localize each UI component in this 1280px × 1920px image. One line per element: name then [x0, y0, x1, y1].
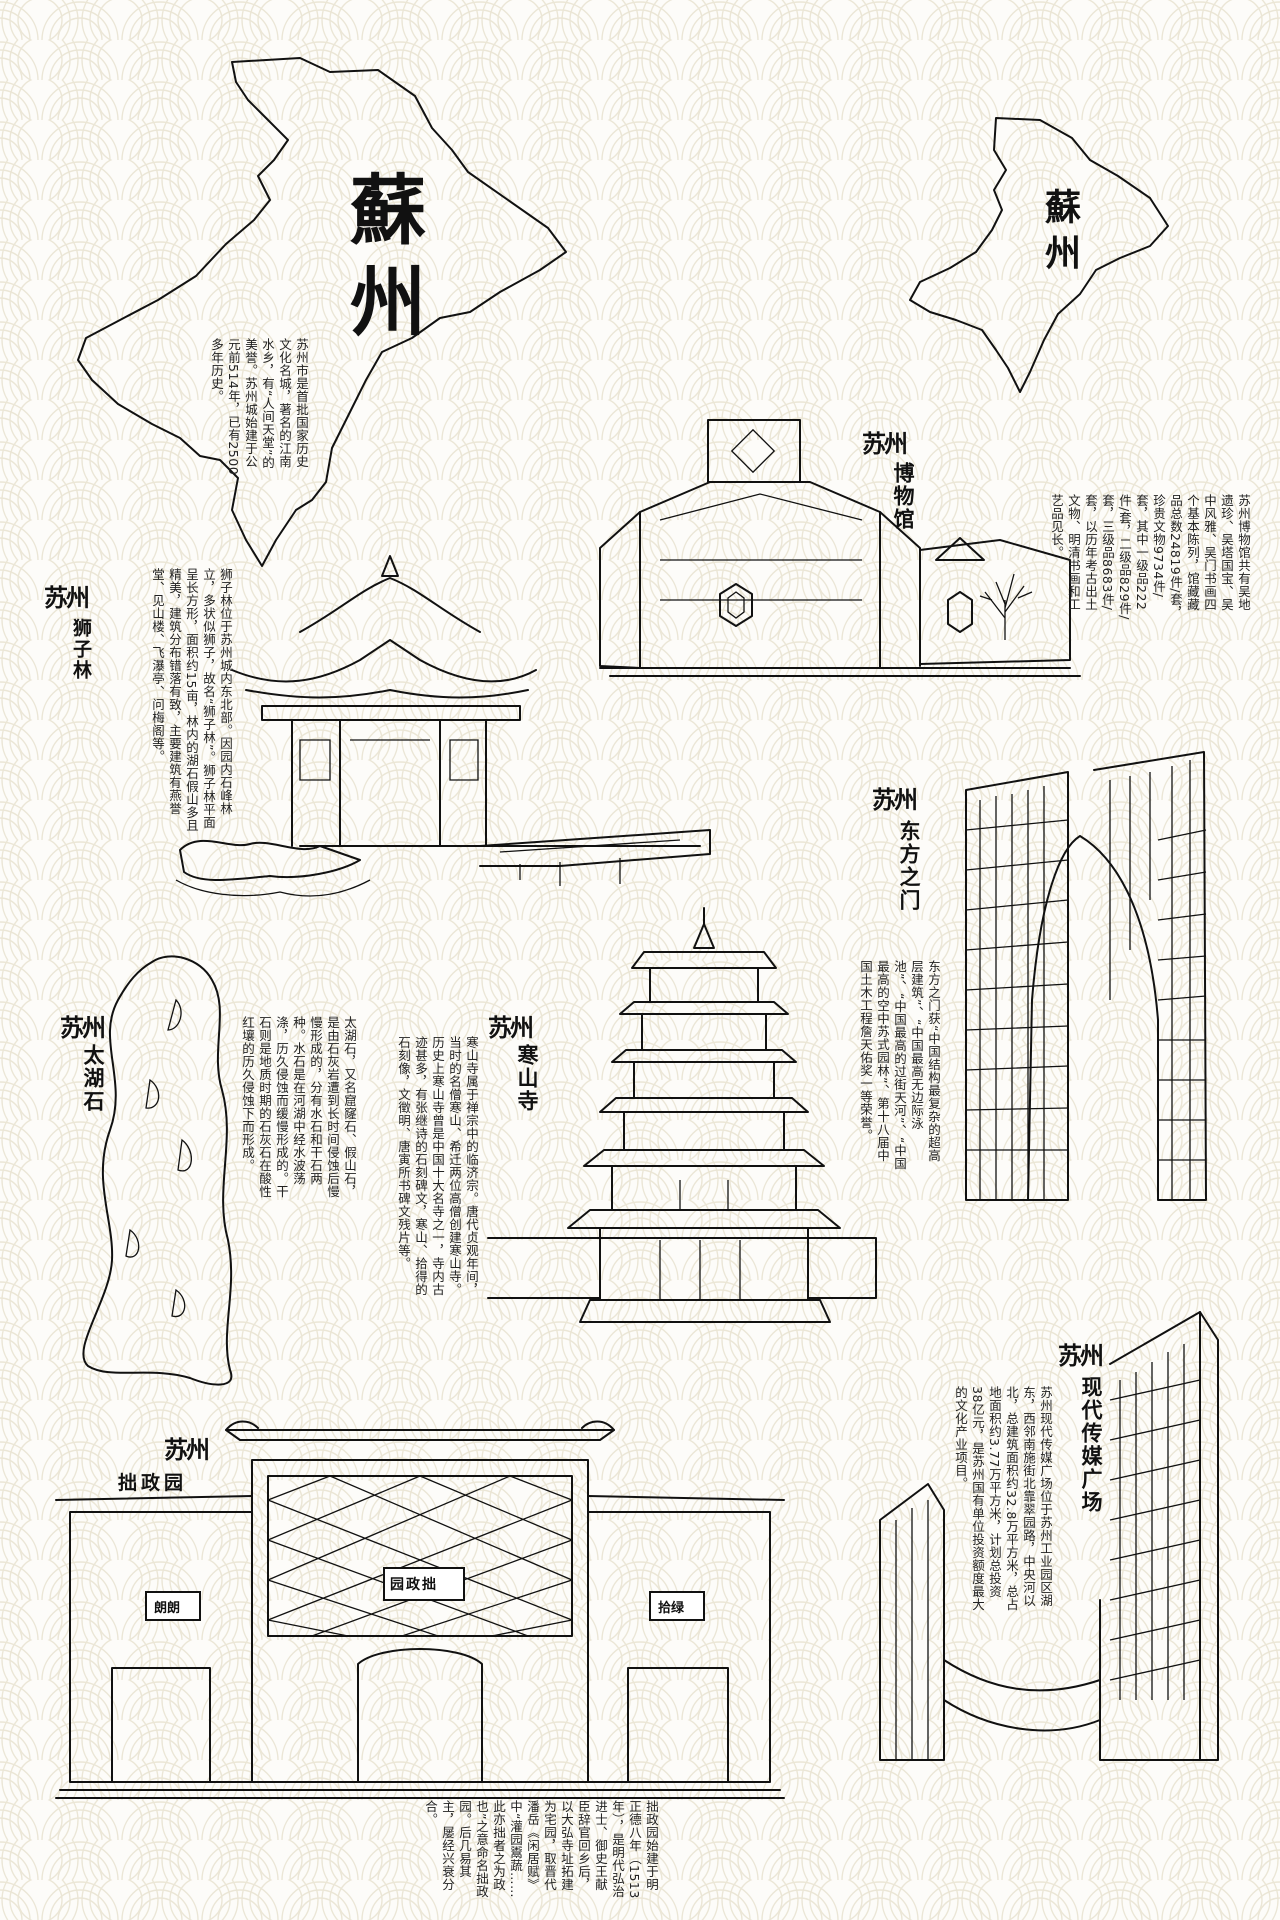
- humble-garden-gate-illustration: [55, 1420, 785, 1799]
- humble-text: 拙政园始建于明正德八年（1513年），是明代弘治进士、御史王献臣辞官回乡后，以大…: [423, 1800, 659, 1899]
- museum-brand: 苏州: [862, 429, 908, 458]
- hanshan-title: 寒山寺: [515, 1044, 539, 1113]
- lion-grove-text: 狮子林位于苏州城内东北部。因园内石峰林立，多状似狮子，故名“狮子林”。狮子林平面…: [150, 568, 233, 832]
- main-map-title: 蘇州: [337, 170, 426, 354]
- taihu-title: 太湖石: [81, 1044, 105, 1113]
- lion-grove-title: 狮子林: [70, 618, 92, 681]
- gate-left-plaque: 朗朗: [154, 1601, 181, 1616]
- gate-right-plaque: 拾绿: [658, 1601, 685, 1616]
- taihu-text: 太湖石，又名窟窿石、假山石，是由石灰岩遭到长时间侵蚀后慢慢形成的，分有水石和干石…: [240, 1016, 357, 1198]
- lion-grove-brand: 苏州: [44, 583, 90, 612]
- suzhou-map-outline: [77, 57, 567, 567]
- taihu-stone-illustration: [82, 955, 233, 1386]
- hanshan-text: 寒山寺属于禅宗中的临济宗。唐代贞观年间，当时的名僧寒山、希迁两位高僧创建寒山寺。…: [396, 1036, 479, 1296]
- media-text: 苏州现代传媒广场位于苏州工业园区湖东，西邻南施街北靠翠园路，中央河以北，总建筑面…: [953, 1386, 1053, 1611]
- museum-text: 苏州博物馆共有吴地遗珍、吴塔国宝、吴中风雅、吴门书画四个基本陈列，馆藏藏品总数2…: [1049, 494, 1251, 620]
- gate-main-plaque: 园政拙: [390, 1577, 438, 1593]
- humble-brand: 苏州: [164, 1435, 210, 1464]
- gate-orient-text: 东方之门获“中国结构最复杂的超高层建筑”、“中国最高无边际泳池”、“中国最高的过…: [858, 960, 941, 1170]
- humble-title: 拙政园: [118, 1472, 188, 1494]
- hanshan-pagoda-illustration: [487, 907, 877, 1323]
- gate-orient-brand: 苏州: [872, 785, 918, 814]
- media-title: 现代传媒广场: [1079, 1376, 1103, 1514]
- gate-of-orient-illustration: [965, 751, 1207, 1201]
- pavilion-illustration: [175, 555, 711, 897]
- intro-text: 苏州市是首批国家历史文化名城，著名的江南水乡，有“人间天堂”的美誉。苏州城始建于…: [209, 338, 309, 476]
- small-map-title: 蘇州: [1039, 188, 1081, 280]
- media-plaza-illustration: [879, 1311, 1219, 1761]
- taihu-brand: 苏州: [60, 1013, 106, 1042]
- museum-title: 博物馆: [891, 462, 915, 531]
- hanshan-brand: 苏州: [488, 1013, 534, 1042]
- media-brand: 苏州: [1058, 1341, 1104, 1370]
- gate-orient-title: 东方之门: [897, 820, 921, 912]
- museum-illustration: [599, 419, 1081, 677]
- suzhou-map-outline-small: [909, 117, 1169, 393]
